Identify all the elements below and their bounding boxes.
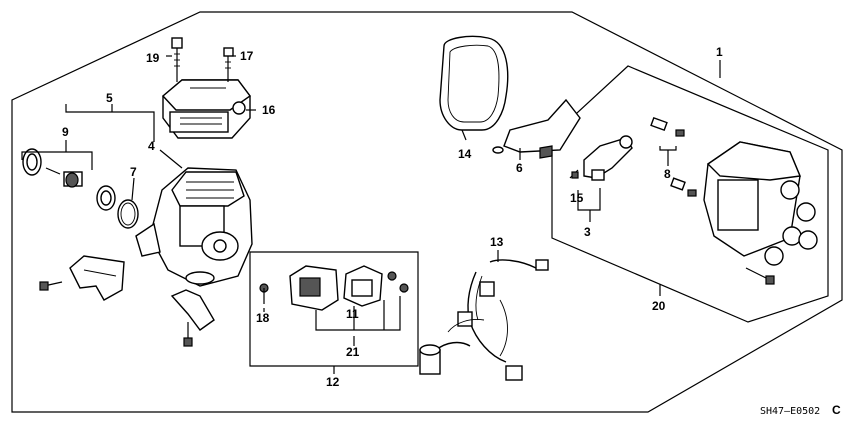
outer-frame	[11, 11, 843, 413]
oil-seal-kit	[22, 148, 116, 211]
callout-14: 14	[458, 147, 472, 161]
dust-shield	[492, 98, 581, 159]
callout-17: 17	[240, 49, 254, 63]
callout-5: 5	[106, 91, 113, 105]
callout-12: 12	[326, 375, 340, 389]
leader-lines	[21, 55, 721, 374]
wire-harness	[419, 259, 549, 381]
lower-clamp	[170, 289, 215, 347]
carbon-brush	[650, 116, 697, 197]
screw-17	[223, 47, 234, 82]
distributor-housing	[135, 167, 253, 287]
callout-20: 20	[652, 299, 666, 313]
cap-group-frame	[551, 65, 829, 323]
callout-18: 18	[256, 311, 270, 325]
callout-9: 9	[62, 125, 69, 139]
callout-4: 4	[148, 139, 155, 153]
callout-7: 7	[130, 165, 137, 179]
igniter-group-frame	[249, 251, 419, 367]
callout-11: 11	[346, 307, 359, 321]
pickup-bracket	[39, 255, 125, 301]
drawing-code: SH47–E0502	[760, 406, 820, 417]
distributor-cap	[703, 141, 818, 285]
ignition-coil	[161, 79, 251, 139]
callout-19: 19	[146, 51, 160, 65]
callout-13: 13	[490, 235, 504, 249]
drawing-code-suffix: C	[832, 403, 841, 417]
rotor-assembly	[569, 135, 633, 181]
callout-1: 1	[716, 45, 723, 59]
callout-6: 6	[516, 161, 523, 175]
callout-21: 21	[346, 345, 360, 359]
gasket	[439, 35, 509, 131]
igniter-module	[259, 265, 409, 311]
callout-8: 8	[664, 167, 671, 181]
callout-15: 15	[570, 191, 584, 205]
callout-3: 3	[584, 225, 591, 239]
callout-16: 16	[262, 103, 276, 117]
screw-19	[171, 37, 183, 82]
